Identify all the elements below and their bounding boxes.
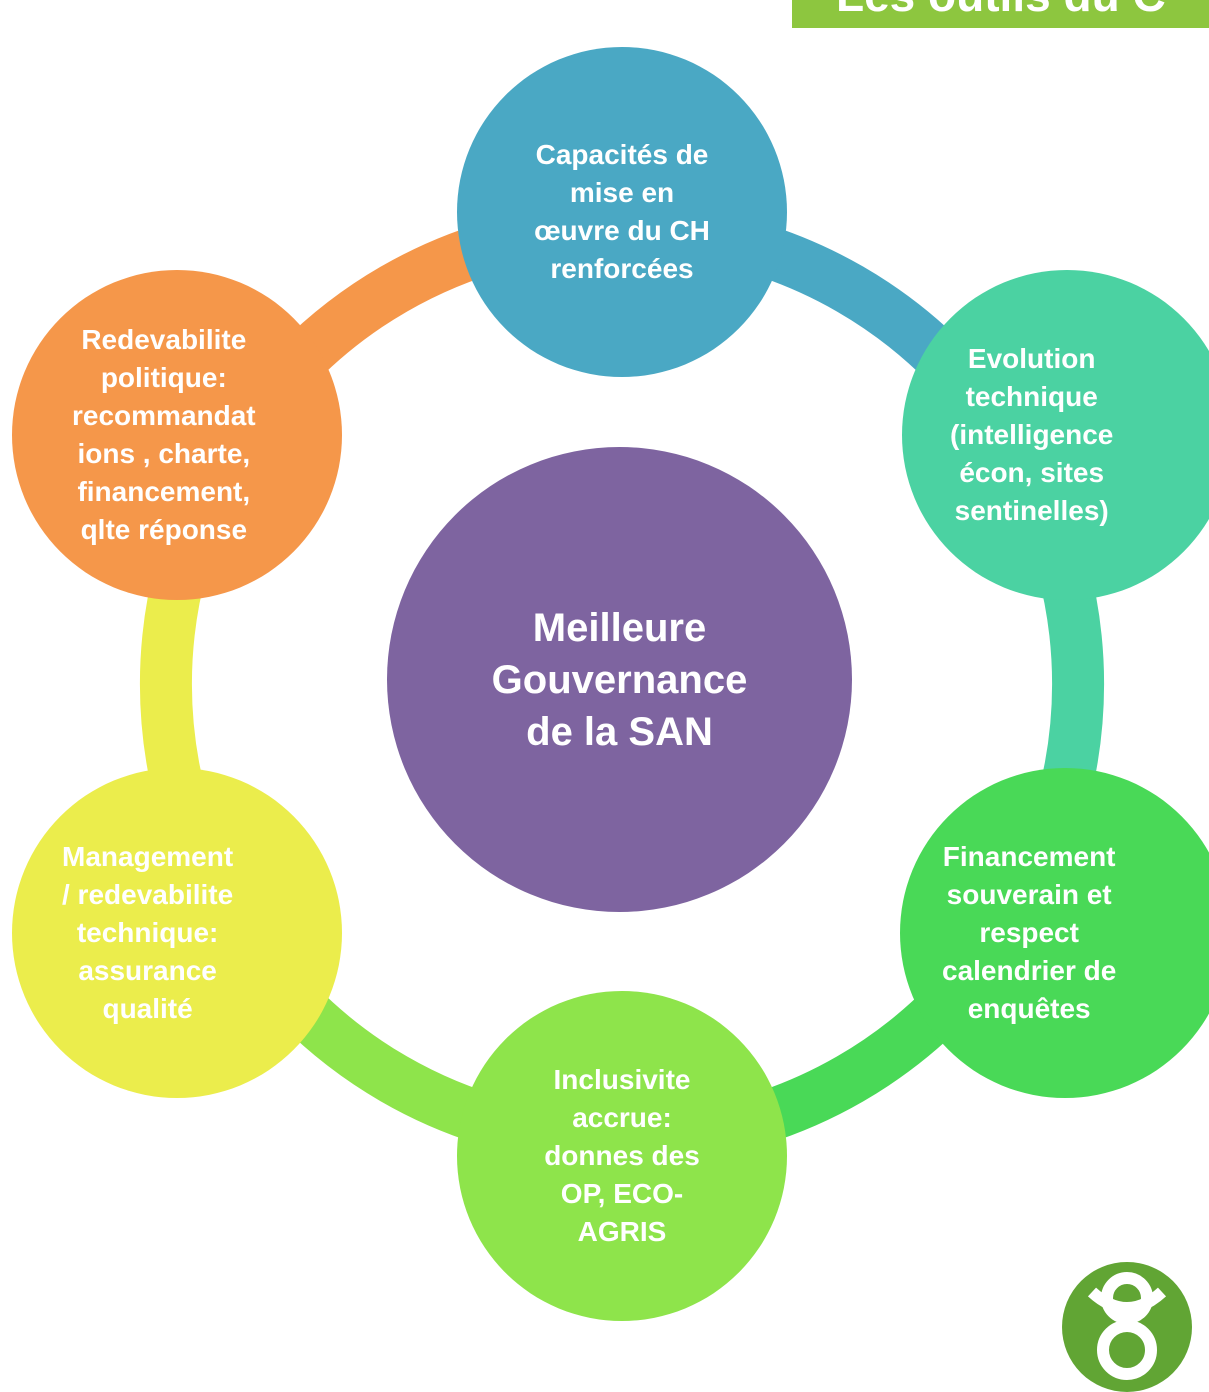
node-capacites-label: Capacités de mise en œuvre du CH renforc… [534, 139, 710, 284]
node-financement: Financement souverain et respect calendr… [900, 768, 1209, 1098]
node-redevabilite-politique-label: Redevabilite politique: recommandat ions… [72, 324, 256, 545]
node-management-label: Management / redevabilite technique: ass… [62, 841, 234, 1024]
oxfam-logo-icon [1062, 1262, 1192, 1392]
node-management: Management / redevabilite technique: ass… [12, 768, 342, 1098]
node-financement-label: Financement souverain et respect calendr… [942, 841, 1117, 1024]
slide-title: Les outils du C [836, 0, 1166, 22]
node-inclusivite-label: Inclusivite accrue: donnes des OP, ECO- … [544, 1064, 700, 1247]
center-circle: Meilleure Gouvernance de la SAN [387, 447, 852, 912]
node-evolution-technique: Evolution technique (intelligence écon, … [902, 270, 1209, 600]
center-label: Meilleure Gouvernance de la SAN [491, 605, 748, 754]
node-inclusivite: Inclusivite accrue: donnes des OP, ECO- … [457, 991, 787, 1321]
node-redevabilite-politique: Redevabilite politique: recommandat ions… [12, 270, 342, 600]
node-capacites: Capacités de mise en œuvre du CH renforc… [457, 47, 787, 377]
title-banner: Les outils du C [792, 0, 1209, 28]
oxfam-logo-mark [1087, 1272, 1167, 1380]
node-evolution-technique-label: Evolution technique (intelligence écon, … [950, 343, 1114, 526]
